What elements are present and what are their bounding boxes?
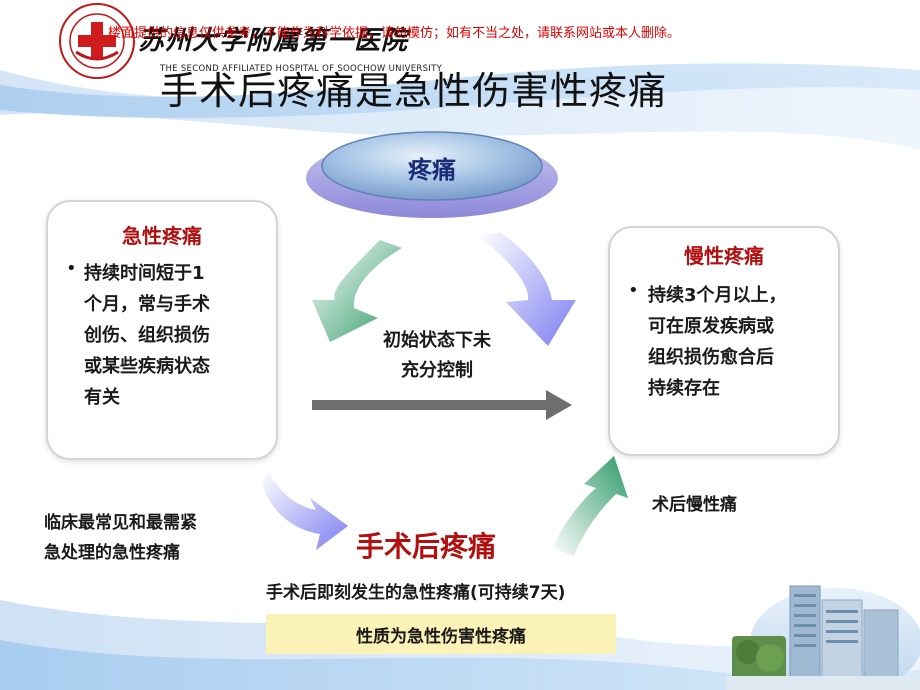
arrow-acute-to-chronic <box>312 390 572 420</box>
hospital-building-image <box>726 585 920 690</box>
chronic-pain-box: 慢性疼痛 • 持续3个月以上， 可在原发疾病或 组织损伤愈合后 持续存在 <box>608 226 840 456</box>
acute-common-note-line: 急处理的急性疼痛 <box>44 543 180 563</box>
hospital-name: 苏州大学附属第一医院 <box>138 26 409 56</box>
slide-title: 手术后疼痛是急性伤害性疼痛 <box>160 69 668 113</box>
acute-pain-title: 急性疼痛 <box>122 224 202 248</box>
postop-pain-description: 手术后即刻发生的急性疼痛(可持续7天) <box>266 583 566 603</box>
arrow-to-chronic <box>478 232 576 346</box>
center-label-line: 充分控制 <box>401 360 473 381</box>
arrow-surgery-to-chronic <box>552 456 628 556</box>
pain-node <box>321 131 543 201</box>
chronic-line: 组织损伤愈合后 <box>648 347 774 368</box>
chronic-pain-title: 慢性疼痛 <box>684 244 764 268</box>
hospital-name-en: THE SECOND AFFILIATED HOSPITAL OF SOOCHO… <box>160 64 443 74</box>
chronic-line: 可在原发疾病或 <box>648 316 774 337</box>
arrow-to-surgery <box>262 470 348 550</box>
acute-common-note-line: 临床最常见和最需紧 <box>44 513 197 533</box>
hospital-logo <box>59 3 135 79</box>
acute-common-note: 临床最常见和最需紧 急处理的急性疼痛 <box>44 508 197 568</box>
nature-text: 性质为急性伤害性疼痛 <box>356 627 526 647</box>
center-label-line: 初始状态下未 <box>383 330 491 351</box>
acute-bullet: • <box>66 258 77 279</box>
disclaimer-text: 楼面提供的信息仅供参考，不能作为科学依据，请勿模仿；如有不当之处，请联系网站或本… <box>108 26 681 41</box>
acute-line: 或某些疾病状态 <box>84 356 210 377</box>
acute-line: 创伤、组织损伤 <box>84 325 210 346</box>
center-label: 初始状态下未 充分控制 <box>352 326 522 386</box>
pain-node-label: 疼痛 <box>408 156 456 184</box>
chronic-line: 持续存在 <box>648 378 720 399</box>
chronic-line: 持续3个月以上， <box>648 285 787 306</box>
nature-highlight <box>266 614 616 654</box>
acute-pain-box: 急性疼痛 • 持续时间短于1 个月，常与手术 创伤、组织损伤 或某些疾病状态 有… <box>46 200 278 460</box>
chronic-bullet: • <box>628 280 639 301</box>
acute-line: 个月，常与手术 <box>84 294 210 315</box>
postop-pain-title: 手术后疼痛 <box>356 530 497 563</box>
acute-line: 持续时间短于1 <box>84 263 205 284</box>
arrow-to-acute <box>312 240 402 342</box>
acute-line: 有关 <box>84 387 120 408</box>
chronic-postop-note: 术后慢性痛 <box>652 495 737 515</box>
